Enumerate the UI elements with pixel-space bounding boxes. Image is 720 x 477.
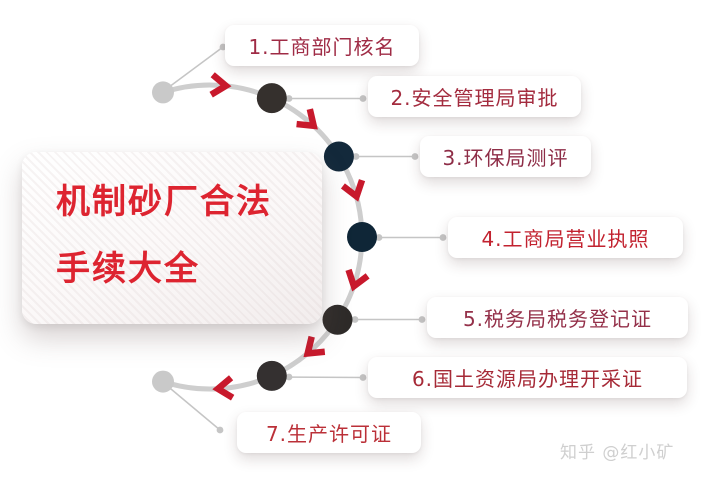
anchor-dot	[216, 426, 224, 434]
node-step-3	[323, 141, 354, 172]
anchor-dot	[285, 95, 293, 102]
step-label-7-text: 7.生产许可证	[265, 422, 393, 446]
watermark: 知乎 @红小矿	[560, 443, 675, 463]
anchor-dot	[439, 234, 447, 241]
node-step-2	[256, 83, 287, 114]
step-label-5: 5.税务局税务登记证	[427, 297, 688, 338]
arrow-chevron-icon	[209, 72, 232, 98]
title-line-1: 机制砂厂合法	[56, 182, 272, 222]
node-start	[152, 81, 174, 104]
connector-line-7	[164, 383, 221, 431]
step-label-2: 2.安全管理局审批	[368, 76, 581, 117]
anchor-dot	[219, 43, 227, 51]
anchor-dot	[359, 374, 367, 381]
arrow-chevron-icon	[345, 268, 370, 292]
step-label-1-text: 1.工商部门核名	[248, 35, 396, 59]
connector-line-1	[164, 46, 224, 91]
step-label-1: 1.工商部门核名	[225, 25, 419, 66]
title-line-2: 手续大全	[56, 249, 200, 289]
step-label-6: 6.国土资源局办理开采证	[368, 357, 687, 398]
step-label-4: 4.工商局营业执照	[448, 217, 683, 258]
step-label-5-text: 5.税务局税务登记证	[462, 307, 653, 331]
step-label-3: 3.环保局测评	[420, 136, 591, 177]
node-step-6	[256, 360, 287, 391]
step-label-4-text: 4.工商局营业执照	[481, 227, 650, 251]
node-step-4	[347, 222, 377, 252]
node-step-5	[322, 304, 353, 335]
step-label-3-text: 3.环保局测评	[442, 146, 569, 170]
arrow-chevron-icon	[340, 179, 366, 202]
anchor-dot	[418, 316, 426, 323]
anchor-dot	[351, 316, 359, 323]
arrow-chevron-icon	[212, 375, 235, 401]
step-label-6-text: 6.国土资源局办理开采证	[411, 367, 644, 391]
anchor-dot	[411, 153, 419, 160]
anchor-dot	[352, 153, 360, 160]
step-label-7: 7.生产许可证	[237, 412, 421, 453]
step-label-2-text: 2.安全管理局审批	[390, 86, 559, 110]
anchor-dot	[285, 373, 293, 381]
anchor-dot	[375, 234, 383, 241]
arrow-chevron-icon	[303, 335, 326, 358]
arrow-chevron-icon	[296, 108, 318, 130]
node-end	[152, 370, 174, 393]
title-card: 机制砂厂合法 手续大全	[22, 152, 322, 324]
anchor-dot	[359, 95, 367, 102]
